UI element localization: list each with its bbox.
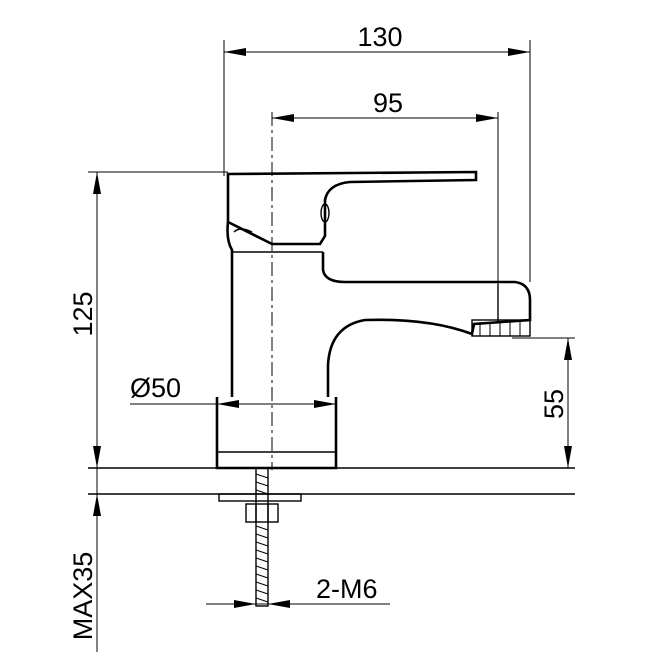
faucet-body [215, 170, 532, 470]
dim-label-max35: MAX35 [68, 552, 98, 641]
dim-label-125: 125 [68, 291, 98, 336]
spout [321, 252, 532, 397]
lever-cap-line [227, 171, 477, 175]
dimension-stud-thread: 2-M6 [206, 574, 390, 608]
handle-curve [233, 228, 253, 233]
threaded-stud [255, 467, 269, 607]
aerator [471, 319, 531, 337]
dimension-spout-reach: 95 [272, 88, 499, 284]
mounting-nut [245, 503, 279, 523]
body-left [226, 221, 234, 397]
dimension-height: 125 [68, 171, 228, 468]
dimension-max-thickness: MAX35 [68, 468, 101, 652]
dim-label-2m6: 2-M6 [316, 574, 378, 604]
dim-label-55: 55 [539, 389, 569, 419]
stud-thread [255, 473, 269, 603]
handle-indicator [320, 203, 330, 223]
mounting-hardware [218, 467, 302, 607]
deck-surface [88, 467, 575, 495]
dim-label-95: 95 [373, 88, 403, 118]
mounting-plate [218, 493, 302, 502]
dim-label-diameter: Ø50 [130, 373, 181, 403]
dimension-overall-length: 130 [223, 22, 531, 282]
lever-handle [226, 170, 478, 246]
base-flange [215, 397, 338, 470]
dim-label-130: 130 [357, 22, 402, 52]
dimension-spout-height: 55 [512, 337, 575, 468]
dimension-base-diameter: Ø50 [130, 373, 336, 408]
